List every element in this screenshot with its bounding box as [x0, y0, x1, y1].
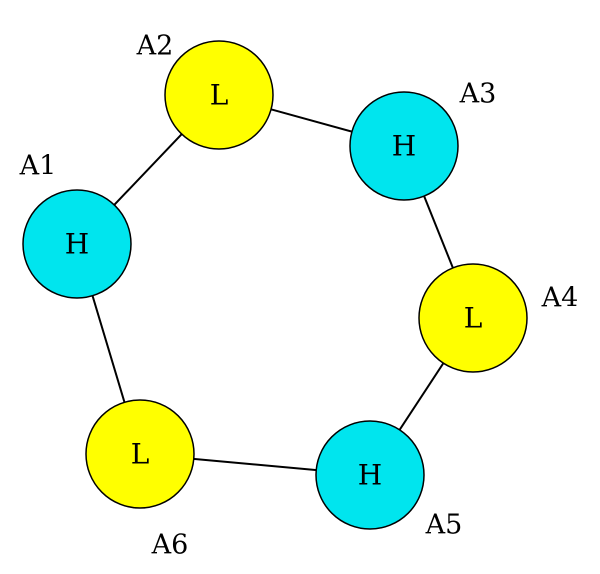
nodes-layer: H L H L H L: [22, 40, 528, 530]
node-label-a6: A6: [151, 530, 189, 561]
node-label-a5: A5: [425, 510, 463, 541]
node-a5: H: [315, 420, 425, 530]
node-a4: L: [418, 263, 528, 373]
node-type-text-a2: L: [210, 79, 229, 112]
node-type-text-a4: L: [464, 302, 483, 335]
node-label-a3: A3: [459, 79, 497, 110]
node-type-text-a3: H: [392, 130, 416, 163]
node-type-text-a5: H: [358, 459, 382, 492]
node-circle-a4: [418, 263, 528, 373]
node-label-a4: A4: [541, 283, 579, 314]
node-circle-a2: [164, 40, 274, 150]
node-type-text-a1: H: [65, 228, 89, 261]
node-label-a2: A2: [136, 31, 174, 62]
node-a1: H: [22, 189, 132, 299]
node-a2: L: [164, 40, 274, 150]
node-circle-a6: [85, 399, 195, 509]
node-label-a1: A1: [19, 151, 57, 182]
node-a6: L: [85, 399, 195, 509]
node-a3: H: [349, 91, 459, 201]
node-circle-a5: [315, 420, 425, 530]
node-type-text-a6: L: [131, 438, 150, 471]
node-circle-a3: [349, 91, 459, 201]
node-circle-a1: [22, 189, 132, 299]
